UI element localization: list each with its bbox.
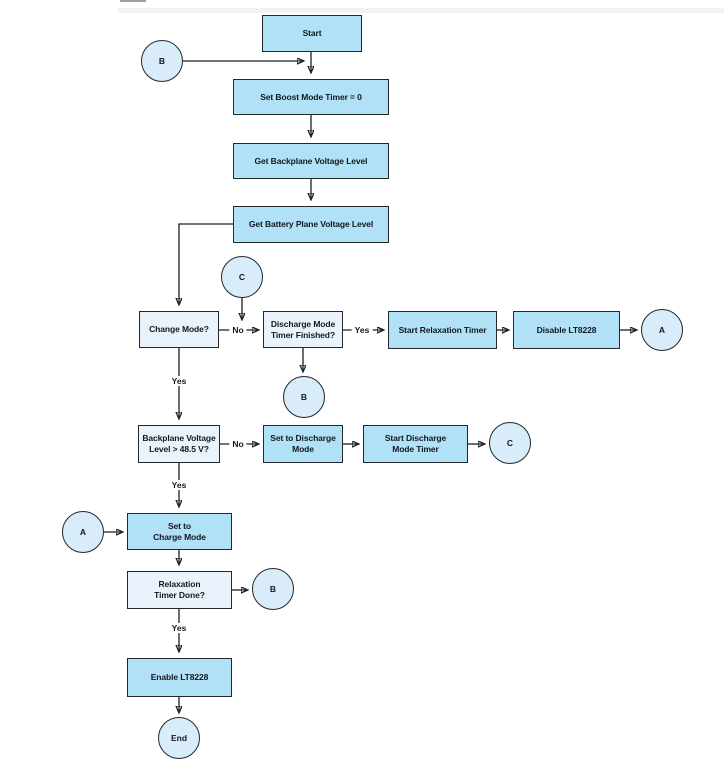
node-get-backplane-voltage: Get Backplane Voltage Level — [233, 143, 389, 179]
connector-circle-c-top: C — [221, 256, 263, 298]
node-get-backplane-label: Get Backplane Voltage Level — [254, 155, 368, 166]
edge-label-no-backplane-voltage: No — [229, 439, 247, 449]
node-start: Start — [262, 15, 362, 52]
node-enable-lt8228-label: Enable LT8228 — [150, 672, 209, 683]
node-start-discharge-timer-label: Start Discharge Mode Timer — [384, 433, 447, 454]
edge-label-yes-discharge-finished: Yes — [351, 325, 373, 335]
connector-circle-b-middle: B — [283, 376, 325, 418]
connector-b-label: B — [158, 56, 166, 66]
edge-label-yes-change-mode: Yes — [168, 376, 190, 386]
node-set-boost-mode-timer: Set Boost Mode Timer = 0 — [233, 79, 389, 115]
connector-a-label: A — [79, 527, 87, 537]
connector-circle-a-right: A — [641, 309, 683, 351]
node-get-battery-label: Get Battery Plane Voltage Level — [248, 219, 374, 230]
node-relaxation-done-label: Relaxation Timer Done? — [154, 579, 205, 600]
node-set-discharge-label: Set to Discharge Mode — [270, 433, 336, 454]
node-set-to-discharge-mode: Set to Discharge Mode — [263, 425, 343, 463]
connector-c-label: C — [506, 438, 514, 448]
node-discharge-timer-finished-decision: Discharge Mode Timer Finished? — [263, 311, 343, 348]
node-start-discharge-mode-timer: Start Discharge Mode Timer — [363, 425, 468, 463]
connector-b-label: B — [269, 584, 277, 594]
connector-circle-b-bottom: B — [252, 568, 294, 610]
edge-label-yes-backplane-voltage: Yes — [168, 480, 190, 490]
node-disable-lt8228-label: Disable LT8228 — [536, 324, 597, 335]
node-backplane-voltage-label: Backplane Voltage Level > 48.5 V? — [142, 433, 216, 454]
node-start-relaxation-timer: Start Relaxation Timer — [388, 311, 497, 349]
connector-a-label: A — [658, 325, 666, 335]
node-get-battery-voltage: Get Battery Plane Voltage Level — [233, 206, 389, 243]
node-disable-lt8228: Disable LT8228 — [513, 311, 620, 349]
page-edge-artifact — [120, 0, 146, 2]
connector-b-label: B — [300, 392, 308, 402]
node-change-mode-label: Change Mode? — [149, 324, 209, 335]
node-relaxation-timer-done-decision: Relaxation Timer Done? — [127, 571, 232, 609]
connector-circle-b-top: B — [141, 40, 183, 82]
edge-label-no-change-mode: No — [229, 325, 247, 335]
node-discharge-timer-finished-label: Discharge Mode Timer Finished? — [270, 318, 336, 340]
node-set-charge-label: Set to Charge Mode — [153, 520, 206, 542]
edge-label-yes-relaxation-done: Yes — [168, 623, 190, 633]
node-set-to-charge-mode: Set to Charge Mode — [127, 513, 232, 550]
node-enable-lt8228: Enable LT8228 — [127, 658, 232, 697]
page-top-divider — [118, 8, 724, 13]
terminal-end-label: End — [170, 733, 188, 743]
connector-c-label: C — [238, 272, 246, 282]
edge-getbattery-to-changemode — [179, 223, 233, 304]
node-start-relaxation-label: Start Relaxation Timer — [398, 324, 487, 335]
node-backplane-voltage-decision: Backplane Voltage Level > 48.5 V? — [138, 425, 220, 463]
node-start-label: Start — [302, 28, 322, 39]
node-change-mode-decision: Change Mode? — [139, 311, 219, 348]
terminal-circle-end: End — [158, 717, 200, 759]
connector-circle-c-right: C — [489, 422, 531, 464]
connector-circle-a-left: A — [62, 511, 104, 553]
node-set-boost-label: Set Boost Mode Timer = 0 — [260, 91, 362, 102]
